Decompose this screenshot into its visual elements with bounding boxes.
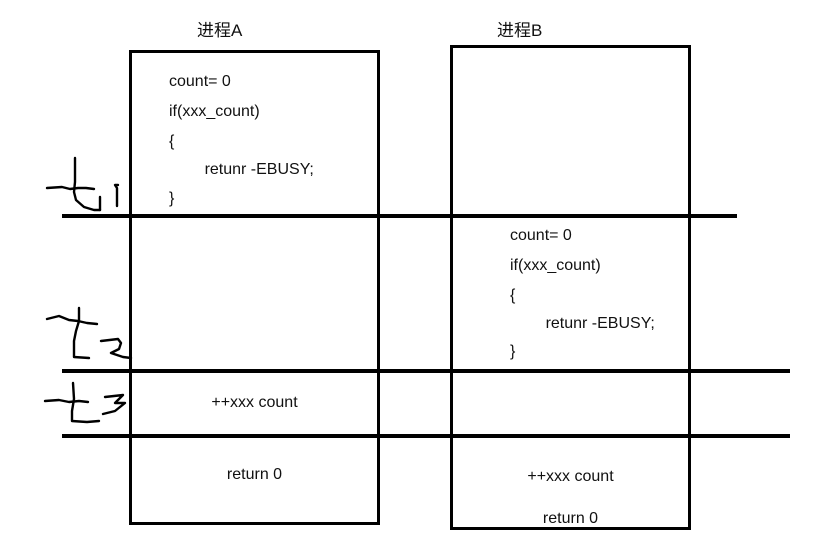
code-line: count= 0: [169, 73, 231, 90]
code-line: retunr -EBUSY;: [169, 161, 314, 178]
process-b-box: [450, 45, 691, 530]
column-title-process-a: 进程A: [197, 21, 243, 40]
code-line: retunr -EBUSY;: [510, 315, 655, 332]
code-line: return 0: [542, 510, 599, 527]
code-line: }: [169, 190, 175, 207]
time-divider-line-2: [62, 369, 790, 373]
time-divider-line-3: [62, 434, 790, 438]
code-line: if(xxx_count): [169, 103, 260, 120]
time-marker-2: [45, 303, 137, 365]
code-line: ++xxx count: [211, 394, 298, 411]
time-marker-1: [44, 152, 134, 214]
column-title-process-b: 进程B: [497, 21, 543, 40]
code-line: {: [169, 133, 175, 150]
time-divider-line-1: [62, 214, 737, 218]
time-marker-3: [43, 381, 137, 431]
code-line: ++xxx count: [527, 468, 614, 485]
code-line: {: [510, 287, 516, 304]
code-line: count= 0: [510, 227, 572, 244]
process-a-box: [129, 50, 380, 525]
code-line: if(xxx_count): [510, 257, 601, 274]
code-line: return 0: [226, 466, 283, 483]
code-line: }: [510, 343, 516, 360]
